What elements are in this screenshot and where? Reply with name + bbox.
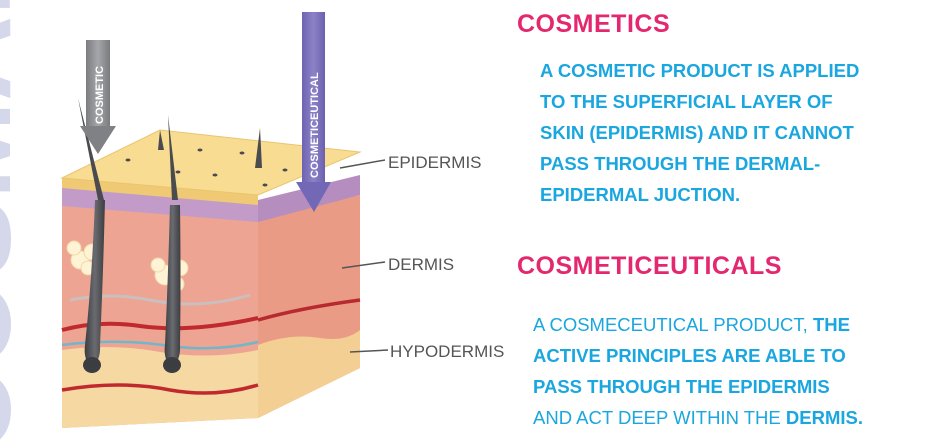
cosmeceuticals-line1-bold: THE bbox=[813, 314, 850, 335]
hypodermis-label: HYPODERMIS bbox=[390, 342, 504, 361]
cosmeceuticals-description-line: A COSMECEUTICAL PRODUCT, THE bbox=[533, 309, 863, 340]
cosmetics-description-line: EPIDERMAL JUCTION. bbox=[540, 179, 859, 210]
cosmetic-arrow-label: COSMETIC bbox=[94, 66, 106, 124]
cosmeceuticals-description-line: AND ACT DEEP WITHIN THE DERMIS. bbox=[533, 402, 863, 433]
cosmetics-description-line: TO THE SUPERFICIAL LAYER OF bbox=[540, 86, 859, 117]
watermark-text: COSMAFECEU bbox=[0, 0, 36, 448]
cosmeceuticals-line3: PASS THROUGH THE EPIDERMIS bbox=[533, 371, 863, 402]
dermis-label: DERMIS bbox=[388, 255, 454, 274]
cosmetics-heading: COSMETICS bbox=[517, 10, 670, 39]
epidermis-leader-line bbox=[340, 160, 385, 168]
epidermis-label: EPIDERMIS bbox=[388, 153, 482, 172]
skin-layers-diagram: COSMAFECEU bbox=[0, 0, 510, 448]
cosmeceutical-arrow: COSMETICEUTICAL bbox=[296, 12, 331, 212]
cosmeceutical-arrow-label: COSMETICEUTICAL bbox=[309, 72, 321, 178]
layer-labels: EPIDERMIS DERMIS HYPODERMIS bbox=[340, 153, 504, 361]
cosmetics-description-line: PASS THROUGH THE DERMAL- bbox=[540, 148, 859, 179]
skin-right-face-hypodermis bbox=[258, 330, 360, 418]
cosmeceuticals-heading: COSMETICEUTICALS bbox=[517, 252, 782, 281]
cosmeceuticals-line2: ACTIVE PRINCIPLES ARE ABLE TO bbox=[533, 340, 863, 371]
cosmetic-arrow: COSMETIC bbox=[80, 40, 116, 154]
cosmeceuticals-line4-bold: DERMIS. bbox=[786, 407, 863, 428]
cosmetics-description-line: A COSMETIC PRODUCT IS APPLIED bbox=[540, 55, 859, 86]
watermark: COSMAFECEU bbox=[0, 0, 36, 448]
cosmetics-description: A COSMETIC PRODUCT IS APPLIED TO THE SUP… bbox=[540, 55, 859, 210]
cosmetics-description-line: SKIN (EPIDERMIS) AND IT CANNOT bbox=[540, 117, 859, 148]
cosmeceuticals-line1-regular: A COSMECEUTICAL PRODUCT, bbox=[533, 314, 813, 335]
cosmeceuticals-line4-regular: AND ACT DEEP WITHIN THE bbox=[533, 407, 786, 428]
cosmeceuticals-description: A COSMECEUTICAL PRODUCT, THE ACTIVE PRIN… bbox=[533, 309, 863, 433]
